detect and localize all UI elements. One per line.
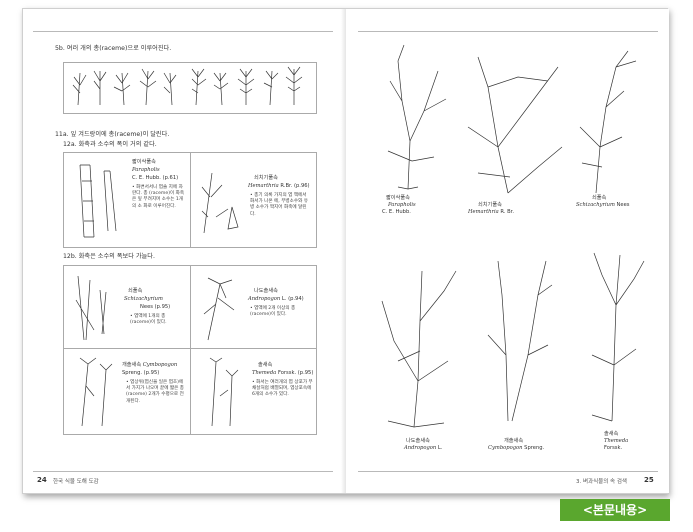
cymbopogon-caption-ko: 개솔새속: [504, 438, 524, 444]
themeda-caption-author: Forssk.: [604, 445, 623, 451]
cymbopogon-caption-sci: Cymbopogon: [488, 445, 523, 451]
andropogon-author: L. (p.94): [281, 296, 304, 302]
box-divider-v: [190, 266, 191, 434]
cymbopogon-author: Spreng. (p.95): [122, 370, 160, 376]
cymbopogon-sci: Cymbopogon: [142, 362, 178, 368]
hemarthria-plant: [467, 56, 563, 194]
book-spread: 5b. 여러 개의 총(raceme)으로 이루어진다. 11a. 잎 겨드랑이…: [22, 8, 669, 494]
hemarthria-drawing: [201, 172, 239, 234]
themeda-note: • 화서는 여러개의 엽 상포가 부채살처럼 배열되며, 엽상포속에 6개의 소…: [252, 380, 313, 398]
footer-title-left: 한국 식물 도해 도감: [53, 479, 99, 485]
andropogon-plant: [381, 270, 457, 428]
hemarthria-caption-author: R. Br.: [500, 209, 514, 215]
box-divider-h: [64, 348, 316, 349]
page-number-left: 24: [37, 476, 47, 484]
themeda-drawing: [209, 357, 239, 427]
box-divider: [190, 153, 191, 247]
top-rule-right: [358, 31, 658, 32]
footer-rule: [33, 471, 333, 472]
raceme-drawings: [72, 66, 303, 106]
left-page: 5b. 여러 개의 총(raceme)으로 이루어진다. 11a. 잎 겨드랑이…: [23, 9, 346, 493]
themeda-caption-ko: 솔새속: [604, 431, 619, 437]
parapholis-note: • 화변서서니 엽솔 지에 자란다. 총 (raceme)이 화축 은 잎 부려…: [132, 185, 185, 209]
hemarthria-note: • 총기 의록 가지의 엽 액에서 화서가 나온 에, 무병소수와 유병 소수가…: [250, 193, 309, 217]
schizachyrium-author: Nees (p.95): [140, 304, 171, 310]
andropogon-sci: Andropogon: [248, 296, 281, 302]
parapholis-drawing: [79, 164, 117, 238]
parapholis-plant: [387, 44, 447, 190]
themeda-plant: [591, 252, 645, 422]
cymbopogon-plant: [487, 260, 553, 422]
andropogon-drawing: [203, 277, 235, 341]
hemarthria-caption-sci: Hemarthria: [468, 209, 499, 215]
page-number-right: 25: [644, 476, 654, 484]
hemarthria-ko: 쇠치기풀속: [254, 175, 278, 181]
key-12b: 12b. 화축은 소수의 폭보다 가늘다.: [63, 253, 155, 260]
schizachyrium-drawing: [75, 275, 107, 341]
andropogon-caption-sci: Andropogon: [404, 445, 437, 451]
raceme-illustration-strip: [63, 62, 317, 114]
schizachyrium-sci: Schizachyrium: [124, 296, 163, 302]
andropogon-caption-ko: 나도솔새속: [406, 438, 430, 444]
themeda-caption-sci: Themeda: [604, 438, 629, 444]
andropogon-ko: 나도솔새속: [254, 288, 278, 294]
content-badge: <본문내용>: [560, 499, 670, 521]
schizachyrium-caption-author: Nees: [616, 202, 630, 208]
footer-rule-right: [358, 471, 658, 472]
parapholis-ko: 짧이삭풀속: [132, 159, 156, 165]
key-12a-box: 짧이삭풀속 Parapholis C. E. Hubb. (p.61) • 화변…: [63, 152, 317, 248]
hemarthria-caption-ko: 쇠치기풀속: [478, 202, 502, 208]
right-page: 짧이삭풀속 Parapholis C. E. Hubb. 쇠치기풀속 Hemar…: [346, 9, 669, 493]
parapholis-author: C. E. Hubb. (p.61): [132, 175, 179, 181]
schizachyrium-note: • 엽액에 1개의 총 (raceme)이 있다.: [130, 314, 167, 326]
hemarthria-author: R.Br. (p.96): [280, 183, 310, 189]
key-5b: 5b. 여러 개의 총(raceme)으로 이루어진다.: [55, 45, 172, 52]
cymbopogon-drawing: [79, 357, 113, 427]
schizachyrium-ko: 쇠풀속: [128, 288, 143, 294]
footer-title-right: 3. 벼과식물의 속 검색: [576, 479, 627, 485]
cymbopogon-note: • 엽상위(엽신을 일은 엽초)에서 가지가 나오며 끝에 짧은 총(racem…: [126, 380, 185, 404]
andropogon-caption-author: L.: [437, 445, 443, 451]
parapholis-caption-ko: 짧이삭풀속: [386, 195, 410, 201]
cymbopogon-caption-author: Spreng.: [524, 445, 545, 451]
themeda-author: Forssk. (p.95): [277, 370, 314, 376]
cymbopogon-ko: 개솔새속 Cymbopogon: [122, 362, 178, 368]
themeda-sci: Themeda: [252, 370, 277, 376]
parapholis-caption-sci: Parapholis: [388, 202, 416, 208]
themeda-ko: 솔새속: [258, 362, 273, 368]
schizachyrium-caption-ko: 쇠풀속: [592, 195, 607, 201]
key-12a: 12a. 화축과 소수의 폭이 거의 같다.: [63, 141, 157, 148]
parapholis-sci: Parapholis: [132, 167, 160, 173]
schizachyrium-plant: [579, 50, 637, 194]
hemarthria-sci: Hemarthria: [248, 183, 279, 189]
top-rule: [33, 31, 333, 32]
key-12b-box: 쇠풀속 Schizachyrium Nees (p.95) • 엽액에 1개의 …: [63, 265, 317, 435]
schizachyrium-caption-sci: Schizachyrium: [576, 202, 615, 208]
andropogon-note: • 엽액에 2개 이상의 총(raceme)이 있다.: [250, 306, 296, 318]
parapholis-caption-author: C. E. Hubb.: [382, 209, 411, 215]
key-11a: 11a. 잎 겨드랑이에 총(raceme)이 달린다.: [55, 131, 170, 138]
